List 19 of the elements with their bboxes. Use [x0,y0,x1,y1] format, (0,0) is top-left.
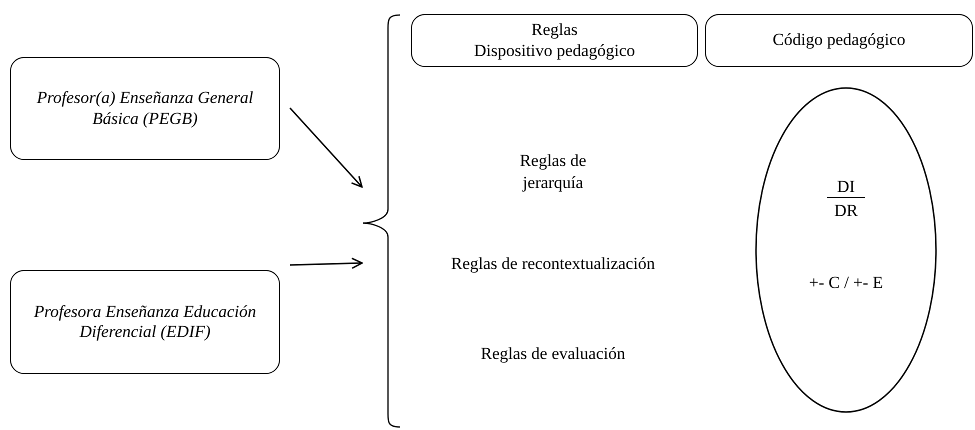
header-box [705,14,973,67]
rule-label: Reglas de evaluación [480,343,626,365]
fraction-numerator: DI [827,177,865,198]
box-text: Código pedagógico [772,30,906,51]
arrow [290,258,363,270]
box-text: Dispositivo pedagógico [472,40,636,61]
ellipse-text: +- C / +- E [809,273,883,294]
teacher-box [10,270,280,374]
rule-label: Reglas de recontextualización [450,253,656,275]
box-text: Profesor(a) Enseñanza General Básica (PEGB) [36,88,254,129]
rule-label: Reglas de jerarquía [518,150,588,194]
box-text: Reglas [530,20,579,40]
box-text: Profesora Enseñanza Educación Diferencial (EDIF) [32,302,258,342]
teacher-box [10,57,280,160]
header-box [411,14,698,67]
ellipse-text: DR [834,201,858,222]
arrow [289,108,363,188]
curly-brace [362,14,402,428]
code-ellipse [755,87,937,413]
